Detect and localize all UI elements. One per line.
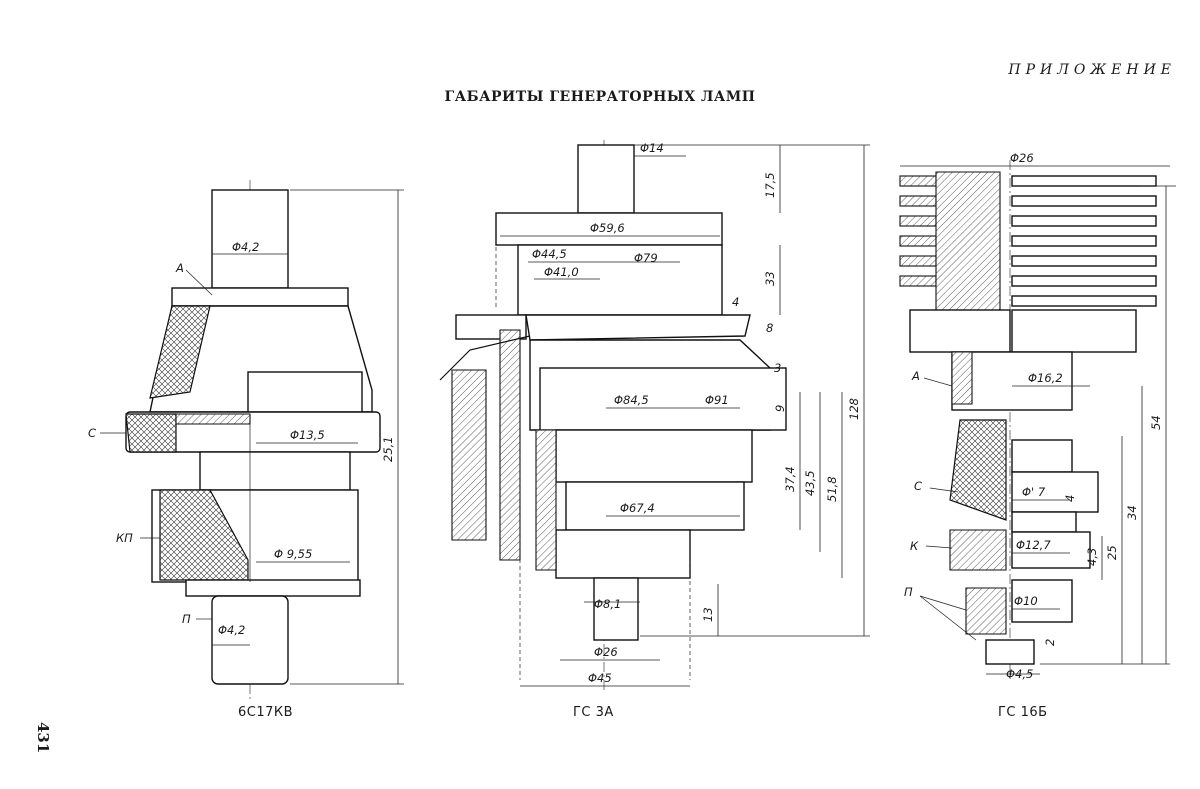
dim-d-grid: Φ13,5 — [290, 428, 325, 442]
label-cathode: К — [910, 539, 919, 553]
label-heater: П — [182, 612, 191, 626]
dim-d-base1: Φ26 — [594, 645, 618, 659]
dim-h-9: 9 — [773, 405, 787, 412]
side-hatch-3 — [536, 430, 556, 570]
grid-disk — [540, 368, 786, 430]
dim-d-pin: Φ8,1 — [594, 597, 621, 611]
dim-d-cap: Φ59,6 — [590, 221, 625, 235]
dim-d-anode: Φ16,2 — [1028, 371, 1063, 385]
dim-d-flange: Φ79 — [634, 251, 658, 265]
dim-h-3: 3 — [774, 361, 781, 375]
flange-ring — [526, 315, 750, 340]
cathode-insulator — [950, 530, 1006, 570]
dim-h-374: 37,4 — [783, 466, 797, 492]
base-ring — [186, 580, 360, 596]
lower-disk — [566, 482, 744, 530]
dim-d-ring1: Φ44,5 — [532, 247, 567, 261]
grid-insulator — [126, 414, 176, 452]
anode-block — [248, 372, 362, 412]
grid-insulator — [950, 420, 1006, 520]
dim-h-43: 4,3 — [1085, 548, 1099, 566]
dim-d-stem: Φ14 — [640, 141, 664, 155]
dim-d-base: Φ 9,55 — [274, 547, 312, 561]
anode-wall — [952, 352, 972, 404]
anode-stem — [212, 190, 288, 288]
tube-gs3a-drawing: Φ14 Φ59,6 Φ44,5 Φ79 Φ41,0 Φ84,5 Φ91 Φ67,… — [440, 140, 870, 690]
dim-h-54: 54 — [1149, 415, 1163, 430]
dim-h-435: 43,5 — [803, 470, 817, 496]
side-hatch-1 — [452, 370, 486, 540]
anode-base — [1012, 310, 1136, 352]
dim-d-grid: Φ' 7 — [1022, 485, 1046, 499]
heater-insulator — [966, 588, 1006, 634]
dim-d-base2: Φ45 — [588, 671, 612, 685]
dim-h-2: 2 — [1043, 639, 1057, 646]
dim-h-stem: 17,5 — [763, 172, 777, 198]
tube-gs16b-drawing: Φ26 Φ16,2 — [900, 151, 1176, 681]
grid-lower — [200, 452, 350, 490]
grid-ring — [176, 414, 250, 424]
label-grid: С — [914, 479, 922, 493]
heater-pin — [986, 640, 1034, 664]
dim-h-34: 34 — [1125, 505, 1139, 520]
dim-h-4: 4 — [1063, 495, 1077, 502]
label-anode: А — [175, 261, 184, 275]
dim-d-top: Φ26 — [1010, 151, 1034, 165]
anode-stem — [578, 145, 634, 213]
dim-h-total: 128 — [847, 398, 861, 420]
dim-d-disk: Φ84,5 — [614, 393, 649, 407]
dim-d-cathode: Φ12,7 — [1016, 538, 1051, 552]
dim-h-13: 13 — [701, 607, 715, 622]
dim-d-bottom: Φ4,2 — [218, 623, 245, 637]
dim-h-25: 25 — [1105, 545, 1119, 560]
label-grid: С — [88, 426, 96, 440]
side-hatch-2 — [500, 330, 520, 560]
anode-base-left — [910, 310, 1010, 352]
dim-d-heater: Φ10 — [1014, 594, 1038, 608]
dim-d-bottom: Φ4,5 — [1006, 667, 1033, 681]
label-cathode-heater: КП — [116, 531, 133, 545]
dim-h-33: 33 — [763, 271, 777, 286]
anode-radiator — [936, 172, 1000, 310]
grid-lower — [1012, 512, 1076, 532]
dim-d-lower: Φ67,4 — [620, 501, 655, 515]
heater-pin — [212, 596, 288, 684]
dim-h-8: 8 — [766, 321, 773, 335]
label-anode: А — [911, 369, 920, 383]
dim-d-top: Φ4,2 — [232, 240, 259, 254]
cathode-ring — [556, 430, 752, 482]
base-housing — [556, 530, 690, 578]
tube-6s17kv-drawing: Φ4,2 Φ13,5 Φ 9,55 Φ4,2 25,1 А С КП П — [88, 180, 404, 700]
grid-ring-top — [1012, 440, 1072, 472]
anode-collar — [172, 288, 348, 306]
dim-d-ring2: Φ41,0 — [544, 265, 579, 279]
dim-h-518: 51,8 — [825, 476, 839, 502]
dim-d-grid: Φ91 — [705, 393, 729, 407]
label-heater: П — [904, 585, 913, 599]
dim-h-4: 4 — [732, 295, 739, 309]
dim-height: 25,1 — [381, 436, 395, 462]
